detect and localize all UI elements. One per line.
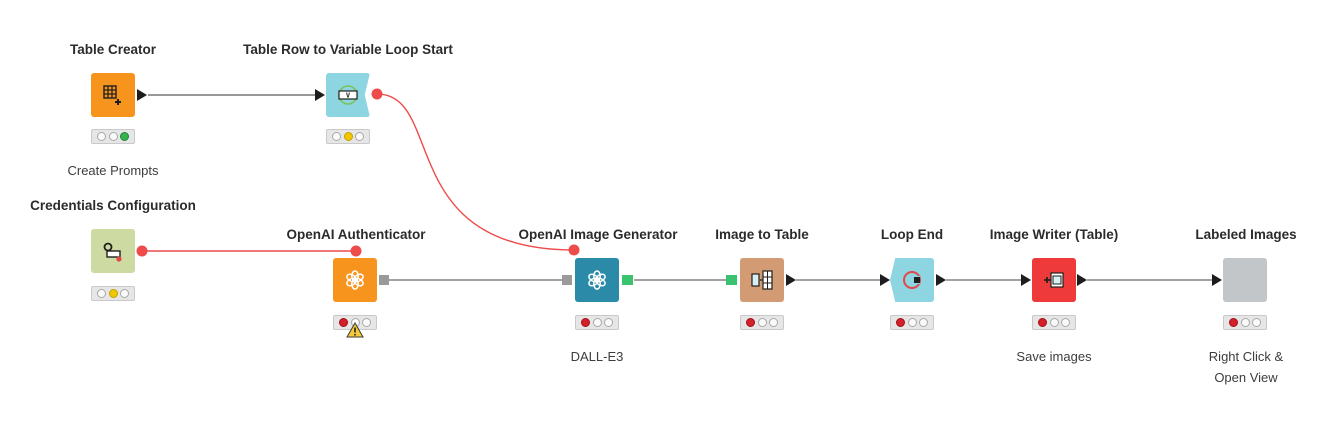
node-openai-authenticator[interactable]	[333, 258, 377, 302]
variable-port-credentials[interactable]	[136, 245, 148, 257]
node-title-image-writer: Image Writer (Table)	[989, 227, 1119, 242]
status-light-green	[1061, 318, 1071, 327]
openai-icon	[588, 270, 606, 290]
annotation-labeled-images: Right Click & Open View	[1208, 349, 1284, 385]
annotation-table-creator: Create Prompts	[67, 163, 159, 178]
openai-icon	[346, 270, 364, 290]
row-to-variable-icon: V	[338, 85, 358, 105]
status-light-yellow	[1049, 318, 1059, 327]
status-loop-start	[326, 129, 370, 144]
status-light-red	[96, 289, 106, 298]
status-light-red	[1228, 318, 1238, 327]
image-writer-icon	[1044, 272, 1064, 288]
node-title-openai-authenticator: OpenAI Authenticator	[286, 227, 426, 242]
image-port-out-generator[interactable]	[622, 275, 633, 285]
credentials-icon	[103, 242, 122, 262]
model-port-in-image-generator[interactable]	[562, 275, 572, 285]
status-light-green	[355, 132, 365, 141]
status-light-green	[919, 318, 929, 327]
status-light-yellow	[108, 289, 118, 298]
connection-loop-start-to-image-generator[interactable]	[376, 93, 575, 251]
warning-icon[interactable]	[346, 322, 364, 338]
node-loop-start[interactable]: V	[326, 73, 370, 117]
status-light-yellow	[592, 318, 602, 327]
status-light-red	[96, 132, 106, 141]
status-credentials-config	[91, 286, 135, 301]
table-plus-icon	[103, 85, 121, 105]
status-openai-image-generator	[575, 315, 619, 330]
variable-port-image-generator[interactable]	[568, 244, 580, 256]
port-in-image-writer[interactable]	[1021, 274, 1031, 286]
svg-text:V: V	[346, 92, 351, 100]
status-labeled-images	[1223, 315, 1267, 330]
status-light-red	[580, 318, 590, 327]
annotation-openai-image-generator: DALL-E3	[570, 349, 624, 364]
node-title-image-to-table: Image to Table	[715, 227, 809, 242]
port-out-image-writer[interactable]	[1077, 274, 1087, 286]
status-light-red	[895, 318, 905, 327]
status-light-yellow	[108, 132, 118, 141]
port-out-table-creator[interactable]	[137, 89, 147, 101]
node-title-credentials-config: Credentials Configuration	[30, 198, 196, 213]
node-credentials-config[interactable]	[91, 229, 135, 273]
node-table-creator[interactable]	[91, 73, 135, 117]
port-out-loop-end[interactable]	[936, 274, 946, 286]
status-light-red	[745, 318, 755, 327]
node-title-table-creator: Table Creator	[69, 42, 157, 57]
model-port-out-authenticator[interactable]	[379, 275, 389, 285]
status-light-red	[331, 132, 341, 141]
status-light-yellow	[343, 132, 353, 141]
status-light-green	[362, 318, 372, 327]
status-light-yellow	[1240, 318, 1250, 327]
variable-port-authenticator[interactable]	[350, 245, 362, 257]
port-in-loop-start[interactable]	[315, 89, 325, 101]
status-light-green	[1252, 318, 1262, 327]
status-image-writer	[1032, 315, 1076, 330]
port-in-loop-end[interactable]	[880, 274, 890, 286]
status-light-green	[769, 318, 779, 327]
status-loop-end	[890, 315, 934, 330]
node-title-labeled-images: Labeled Images	[1195, 227, 1297, 242]
node-image-writer[interactable]	[1032, 258, 1076, 302]
status-light-yellow	[757, 318, 767, 327]
node-title-loop-end: Loop End	[880, 227, 944, 242]
annotation-image-writer: Save images	[1016, 349, 1092, 364]
status-image-to-table	[740, 315, 784, 330]
node-openai-image-generator[interactable]	[575, 258, 619, 302]
status-light-red	[1037, 318, 1047, 327]
status-table-creator	[91, 129, 135, 144]
image-port-in-image-to-table[interactable]	[726, 275, 737, 285]
node-loop-end[interactable]	[890, 258, 934, 302]
port-in-labeled-images[interactable]	[1212, 274, 1222, 286]
variable-port-loop-start[interactable]	[371, 88, 383, 100]
status-light-green	[120, 132, 130, 141]
port-out-image-to-table[interactable]	[786, 274, 796, 286]
node-title-loop-start: Table Row to Variable Loop Start	[243, 42, 453, 57]
status-light-red	[338, 318, 348, 327]
status-light-green	[120, 289, 130, 298]
status-light-yellow	[907, 318, 917, 327]
node-labeled-images[interactable]	[1223, 258, 1267, 302]
loop-end-icon	[903, 271, 921, 289]
node-image-to-table[interactable]	[740, 258, 784, 302]
node-title-openai-image-generator: OpenAI Image Generator	[518, 227, 678, 242]
status-light-green	[604, 318, 614, 327]
image-to-table-icon	[751, 270, 773, 290]
